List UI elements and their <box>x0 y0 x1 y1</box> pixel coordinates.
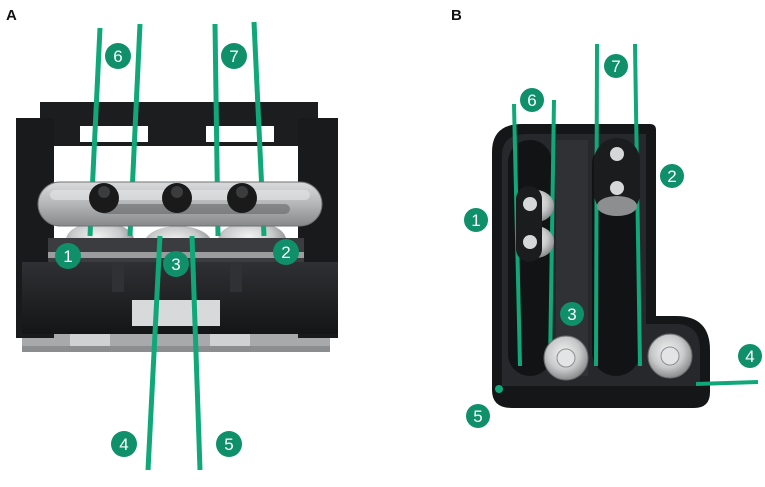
panel-b-bottom-pulleys <box>495 333 693 393</box>
panel-b-badge-4: 4 <box>738 344 762 368</box>
panel-b-badge-7: 7 <box>604 54 628 78</box>
svg-text:6: 6 <box>527 91 536 110</box>
panel-b-badge-1: 1 <box>464 208 488 232</box>
panel-a: A <box>6 7 338 471</box>
svg-text:4: 4 <box>119 435 128 454</box>
panel-a-badge-5: 5 <box>216 431 242 457</box>
panel-b-badge-3: 3 <box>560 302 584 326</box>
svg-text:3: 3 <box>171 255 180 274</box>
panel-a-housing <box>16 102 338 338</box>
panel-b: B <box>451 7 762 428</box>
svg-text:4: 4 <box>745 347 754 366</box>
svg-text:3: 3 <box>567 305 576 324</box>
panel-b-letter: B <box>451 7 462 24</box>
svg-text:2: 2 <box>281 243 290 262</box>
svg-text:6: 6 <box>113 47 122 66</box>
panel-a-badge-6: 6 <box>105 43 131 69</box>
svg-text:7: 7 <box>229 47 238 66</box>
svg-text:2: 2 <box>667 167 676 186</box>
panel-a-pins <box>89 183 257 213</box>
panel-a-badge-3: 3 <box>163 251 189 277</box>
svg-text:1: 1 <box>471 211 480 230</box>
panel-b-badge-2: 2 <box>660 164 684 188</box>
svg-text:1: 1 <box>63 247 72 266</box>
panel-a-badge-7: 7 <box>221 43 247 69</box>
panel-b-badge-6: 6 <box>520 88 544 112</box>
panel-b-clamp-right <box>594 138 640 216</box>
panel-b-clamp-left <box>516 186 542 262</box>
panel-a-base-plate <box>22 330 330 352</box>
svg-text:5: 5 <box>224 435 233 454</box>
panel-a-badge-2: 2 <box>273 239 299 265</box>
panel-b-badge-5: 5 <box>466 404 490 428</box>
panel-a-letter: A <box>6 7 17 24</box>
panel-a-badge-4: 4 <box>111 431 137 457</box>
panel-a-badge-1: 1 <box>55 243 81 269</box>
svg-text:5: 5 <box>473 407 482 426</box>
svg-text:7: 7 <box>611 57 620 76</box>
